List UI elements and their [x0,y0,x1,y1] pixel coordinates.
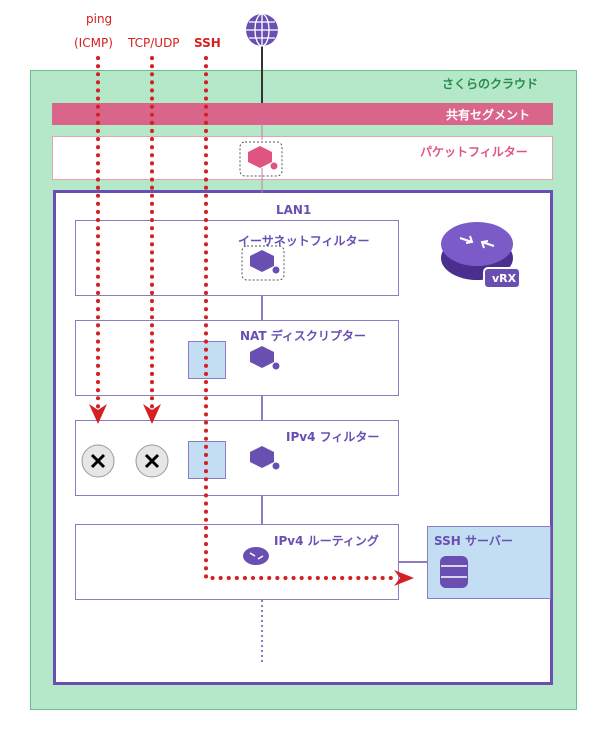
cloud-label: さくらのクラウド [442,77,539,91]
vrx-badge-label: vRX [492,272,517,285]
packet-filter-label: パケットフィルター [420,145,528,159]
tcp-blocked-icon [135,444,169,478]
nat-firewall-icon [250,346,281,371]
tcp-arrowhead [143,404,161,424]
shared-segment-bar [52,103,553,125]
ping-label-line1: ping [86,12,113,26]
vrx-router-icon [441,222,521,289]
ssh-arrowhead [394,570,414,586]
ipv4-routing-box [75,524,399,600]
globe-icon [246,13,278,47]
ssh-label: SSH [194,36,221,50]
ping-blocked-icon [81,444,115,478]
nat-box [75,320,399,396]
ping-label-line2: (ICMP) [74,36,113,50]
database-server-icon [440,556,468,588]
ipv4-filter-label: IPv4 フィルター [286,430,380,444]
ssh-server-label: SSH サーバー [434,534,513,548]
ssh-flow-line [204,56,400,580]
ethernet-filter-box [75,220,399,296]
ping-arrowhead [89,404,107,424]
tcp-udp-label: TCP/UDP [128,36,180,50]
nat-pass-box [188,341,226,379]
ipv4-filter-firewall-icon [250,446,281,471]
lan1-label: LAN1 [276,203,312,217]
nat-label: NAT ディスクリプター [240,329,366,343]
ipv4-filter-box [75,420,399,496]
packet-filter-box [52,136,553,180]
ethernet-filter-label: イーサネットフィルター [238,234,370,248]
ethernet-filter-firewall-icon [241,245,285,281]
shared-segment-label: 共有セグメント [446,108,531,122]
ipv4-router-icon [243,547,269,565]
packet-filter-firewall-icon [239,141,283,177]
ipv4-routing-label: IPv4 ルーティング [274,534,379,548]
